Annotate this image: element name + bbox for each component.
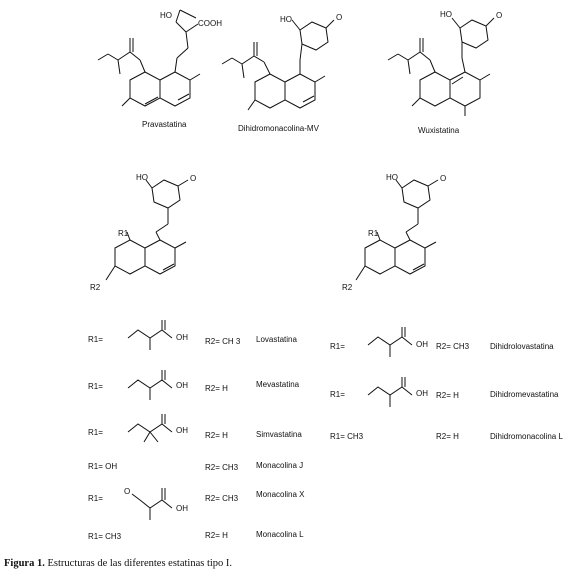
generic-left-ketone-label: O [190, 174, 197, 183]
wuxistatina-ketone-label: O [496, 11, 503, 20]
sub-left-r2: R2= CH3 [205, 494, 239, 503]
sub-left-name: Monacolina J [256, 461, 304, 470]
sub-right-r2: R2= H [436, 391, 459, 400]
pravastatina-name: Pravastatina [142, 120, 187, 129]
sub-left-r2: R2= H [205, 384, 228, 393]
sub-left-r1: R1= [88, 494, 103, 503]
sub-left-r1: R1= [88, 428, 103, 437]
sub-right-name: Dihidromevastatina [490, 390, 559, 399]
sub-left-r2: R2= H [205, 531, 228, 540]
sub-left-name: Lovastatina [256, 335, 297, 344]
sub-left-r1: R1= OH [88, 462, 118, 471]
sub-left-name: Monacolina X [256, 490, 305, 499]
wuxistatina-hydroxy-label: HO [440, 10, 452, 19]
sub-left-r1-group: OH [176, 333, 188, 342]
generic-left-hydroxy-label: HO [136, 173, 148, 182]
sub-left-r1-group: OH [176, 381, 188, 390]
pravastatina-acid-label: COOH [198, 19, 222, 28]
sub-left-name: Monacolina L [256, 530, 304, 539]
sub-left-r1: R1= [88, 335, 103, 344]
substituent-fragments-right [367, 327, 413, 407]
sub-left-name: Simvastatina [256, 430, 302, 439]
sub-left-r1-group: OH [176, 504, 188, 513]
dihidromonacolina-mv-name: Dihidromonacolina-MV [238, 124, 319, 133]
sub-left-r2: R2= CH 3 [205, 337, 241, 346]
sub-right-r1-group: OH [416, 340, 428, 349]
generic-right-ketone-label: O [440, 174, 447, 183]
substituent-fragments-left [127, 320, 173, 520]
sub-right-r1-group: OH [416, 389, 428, 398]
generic-left-r2-label: R2 [90, 283, 101, 292]
figure-caption-label: Figura 1. [4, 558, 45, 569]
sub-right-r2: R2= CH3 [436, 342, 470, 351]
dihidromonacolina-mv-structure [221, 19, 335, 111]
dihidromonacolina-mv-ketone-label: O [336, 13, 343, 22]
sub-right-r1: R1= CH3 [330, 432, 364, 441]
sub-right-r1: R1= [330, 390, 345, 399]
pravastatina-hydroxy-label: HO [160, 11, 172, 20]
sub-left-extra-ketone: O [124, 487, 131, 496]
sub-left-r1: R1= [88, 382, 103, 391]
generic-right-hydroxy-label: HO [386, 173, 398, 182]
generic-left-r1-label: R1 [118, 229, 129, 238]
sub-left-r2: R2= H [205, 431, 228, 440]
figure-caption: Figura 1. Estructuras de las diferentes … [4, 558, 232, 569]
generic-right-r1-label: R1 [368, 229, 379, 238]
sub-right-r2: R2= H [436, 432, 459, 441]
sub-right-r1: R1= [330, 342, 345, 351]
generic-structure-right [355, 179, 439, 281]
sub-right-name: Dihidromonacolina L [490, 432, 563, 441]
sub-left-r1: R1= CH3 [88, 532, 122, 541]
sub-left-name: Mevastatina [256, 380, 300, 389]
generic-right-r2-label: R2 [342, 283, 353, 292]
pravastatina-structure [97, 9, 201, 107]
sub-left-r2: R2= CH3 [205, 463, 239, 472]
wuxistatina-structure [387, 17, 495, 116]
figure-caption-text: Estructuras de las diferentes estatinas … [47, 558, 233, 569]
sub-right-name: Dihidrolovastatina [490, 342, 554, 351]
wuxistatina-name: Wuxistatina [418, 126, 460, 135]
generic-structure-left [105, 179, 189, 281]
dihidromonacolina-mv-hydroxy-label: HO [280, 15, 292, 24]
sub-left-r1-group: OH [176, 426, 188, 435]
